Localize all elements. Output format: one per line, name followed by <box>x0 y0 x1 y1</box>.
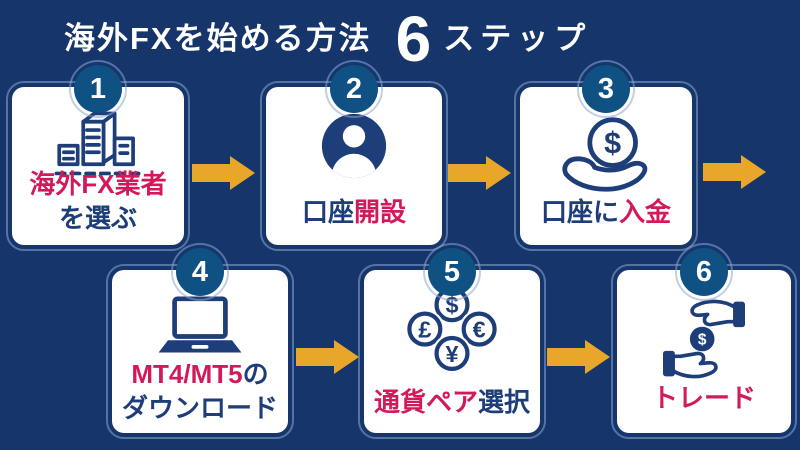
step-number-badge: 4 <box>171 243 229 301</box>
step-label: MT4/MT5の ダウンロード <box>121 359 278 423</box>
step-number-badge: 3 <box>577 60 635 118</box>
svg-text:$: $ <box>445 292 458 318</box>
buildings-icon <box>12 107 184 179</box>
arrow-right-icon <box>192 156 255 190</box>
step-label: 口座に入金 <box>540 197 672 227</box>
title-main-text: 海外FXを始める方法 <box>64 20 372 56</box>
svg-text:¥: ¥ <box>445 341 458 367</box>
step-card-5: 5 $ £ € ¥ 通貨ペア選択 <box>358 243 546 439</box>
step-number-badge: 2 <box>325 60 383 118</box>
page-title: 海外FXを始める方法 6 ステップ <box>64 4 592 71</box>
title-step-count: 6 <box>395 3 432 75</box>
laptop-icon <box>112 296 288 360</box>
svg-text:$: $ <box>698 331 707 348</box>
trade-hands-icon: $ <box>617 298 791 380</box>
hand-coin-icon: $ <box>520 115 692 195</box>
step-card-1: 1 海外FX業者 を選ぶ <box>6 60 190 251</box>
title-suffix-text: ステップ <box>443 20 592 56</box>
account-avatar-icon <box>266 111 442 181</box>
step-label: 口座開設 <box>301 197 407 227</box>
svg-text:€: € <box>473 316 486 342</box>
svg-text:$: $ <box>604 126 621 160</box>
svg-text:£: £ <box>418 316 431 342</box>
step-card-6: 6 $ トレード <box>611 243 797 439</box>
step-card-4: 4 MT4/MT5の ダウンロード <box>106 243 294 439</box>
arrow-right-icon <box>703 155 766 189</box>
step-card-3: 3 $ 口座に入金 <box>514 60 698 251</box>
step-label: 海外FX業者 を選ぶ <box>29 169 167 233</box>
step-number-badge: 6 <box>675 243 733 301</box>
step-number-badge: 5 <box>423 243 481 301</box>
arrow-right-icon <box>296 340 359 374</box>
currency-coins-icon: $ £ € ¥ <box>364 286 540 374</box>
arrow-right-icon <box>448 156 511 190</box>
step-number-badge: 1 <box>69 60 127 118</box>
step-label: 通貨ペア選択 <box>373 387 531 417</box>
step-label: トレード <box>651 383 756 413</box>
arrow-right-icon <box>547 340 610 374</box>
step-card-2: 2 口座開設 <box>260 60 448 251</box>
